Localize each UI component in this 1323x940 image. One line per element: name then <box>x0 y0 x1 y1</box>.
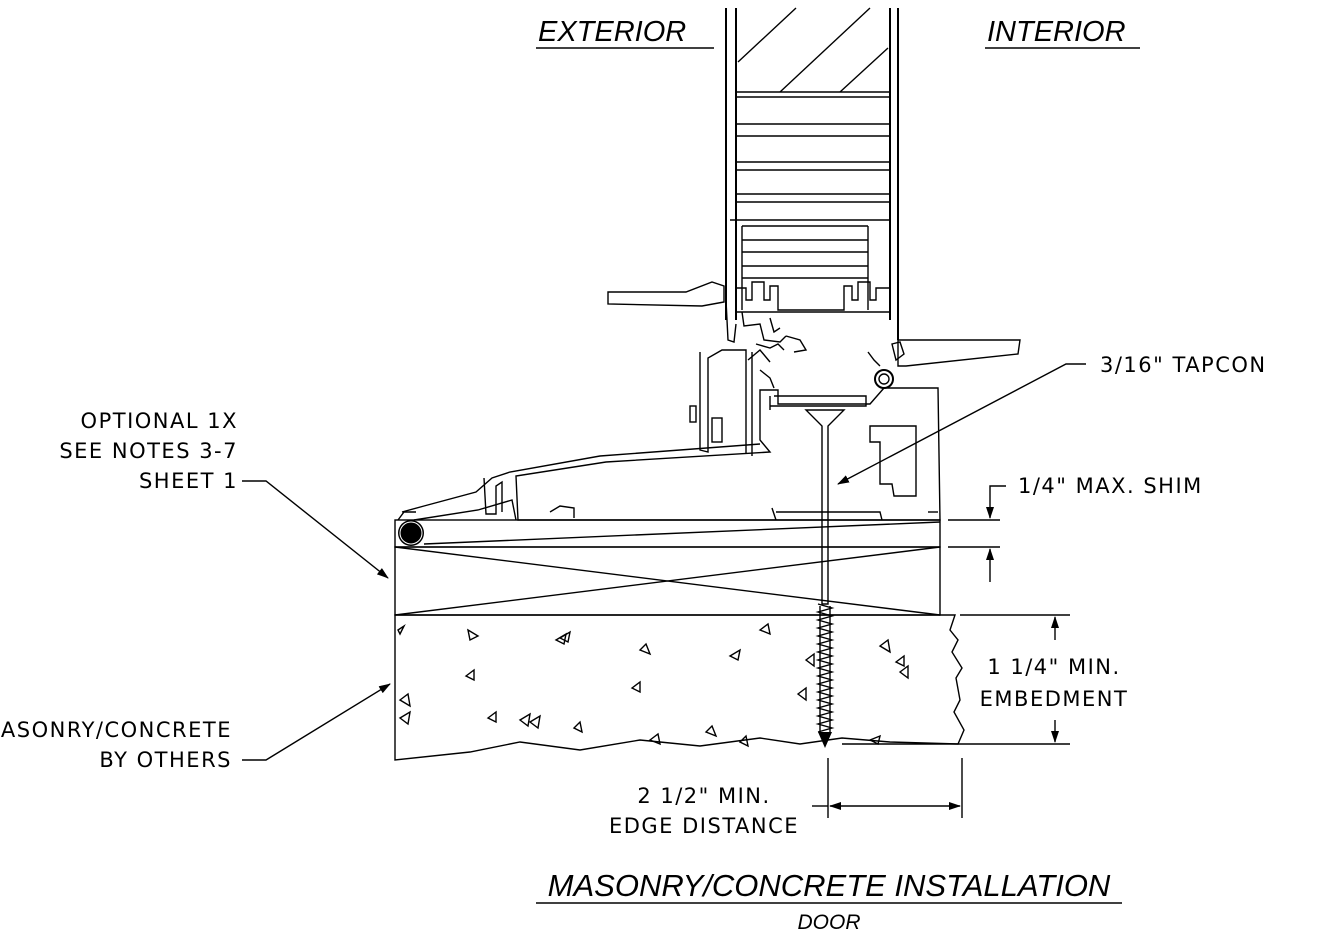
edge-distance-label: EDGE DISTANCE <box>609 814 799 838</box>
tapcon-screw <box>804 409 846 748</box>
door-panel <box>725 7 899 340</box>
callout-masonry: MASONRY/CONCRETE BY OTHERS <box>0 718 232 772</box>
optional-1x-label: OPTIONAL 1X <box>81 409 238 433</box>
exterior-header: EXTERIOR <box>536 16 714 49</box>
masonry-label: MASONRY/CONCRETE <box>0 718 232 742</box>
embedment-size-label: 1 1/4" MIN. <box>987 655 1120 679</box>
threshold-assembly <box>401 343 941 521</box>
interior-header: INTERIOR <box>985 16 1140 49</box>
title-main: MASONRY/CONCRETE INSTALLATION <box>548 868 1111 903</box>
threshold-insulation <box>515 387 941 521</box>
optional-1x-buck <box>394 546 941 616</box>
sheet-label: SHEET 1 <box>139 469 238 493</box>
callout-tapcon: 3/16" TAPCON <box>1100 353 1267 377</box>
drawing-title: MASONRY/CONCRETE INSTALLATION DOOR <box>536 868 1122 934</box>
tapcon-label: 3/16" TAPCON <box>1100 353 1267 377</box>
leaders <box>242 363 1086 818</box>
see-notes-label: SEE NOTES 3-7 <box>59 439 238 463</box>
callout-shim: 1/4" MAX. SHIM <box>1018 474 1203 498</box>
interior-label: INTERIOR <box>987 16 1126 48</box>
door-sweep <box>607 281 808 353</box>
callout-edge-distance: 2 1/2" MIN. EDGE DISTANCE <box>609 784 799 838</box>
backer-rod <box>397 511 424 546</box>
aggregate-marks <box>397 622 909 748</box>
callout-embedment: 1 1/4" MIN. EMBEDMENT <box>980 655 1129 711</box>
exterior-label: EXTERIOR <box>538 16 686 48</box>
callout-optional-1x: OPTIONAL 1X SEE NOTES 3-7 SHEET 1 <box>59 409 238 493</box>
edge-size-label: 2 1/2" MIN. <box>637 784 770 808</box>
embedment-label: EMBEDMENT <box>980 687 1129 711</box>
shim <box>394 519 941 548</box>
by-others-label: BY OTHERS <box>99 748 232 772</box>
concrete-substrate <box>394 614 965 761</box>
title-sub: DOOR <box>798 911 861 934</box>
shim-label: 1/4" MAX. SHIM <box>1018 474 1203 498</box>
interior-stop <box>867 339 1021 389</box>
